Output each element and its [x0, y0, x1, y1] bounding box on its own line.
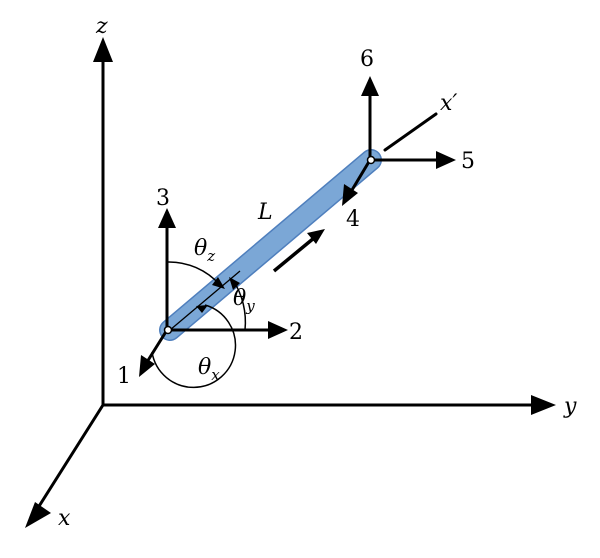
y-axis-arrowhead: [531, 395, 556, 415]
dof-3-arrowhead: [158, 208, 176, 228]
dof-4-arrowhead: [342, 184, 358, 206]
dof-label-2: 2: [289, 320, 303, 345]
z-axis-label: z: [95, 14, 108, 39]
z-axis-arrowhead: [93, 37, 113, 62]
element-direction-arrowhead: [307, 229, 325, 244]
dof-5-arrowhead: [436, 151, 456, 169]
y-axis-label: y: [563, 394, 577, 419]
theta-z-arc-arrowhead: [212, 277, 225, 289]
dof-label-4: 4: [346, 207, 360, 232]
theta-x-arc: [151, 304, 237, 389]
theta-y-arc-arrowhead: [229, 277, 240, 290]
local-x-axis-line: [383, 112, 438, 152]
global-axes: [34, 50, 542, 513]
dof-label-1: 1: [117, 364, 131, 389]
x-axis: [34, 403, 105, 513]
dof-label-3: 3: [156, 186, 170, 211]
dof-1-arrow: [145, 328, 169, 364]
x-axis-arrowhead: [25, 502, 51, 528]
dof-label-5: 5: [461, 149, 475, 174]
element-direction-arrow: [272, 236, 316, 273]
node-2: [366, 155, 376, 165]
local-x-axis-label: x′: [440, 91, 457, 116]
dof-2-arrowhead: [268, 321, 288, 339]
x-axis-label: x: [58, 506, 71, 531]
dof-label-6: 6: [360, 47, 374, 72]
dof-6-arrowhead: [361, 76, 379, 96]
node-1: [163, 325, 173, 335]
dof-1-arrowhead: [139, 355, 155, 377]
element-centerline: [169, 270, 241, 331]
theta-y-label: θy: [233, 286, 255, 315]
theta-x-label: θx: [198, 355, 220, 384]
dof-4-arrow: [350, 158, 372, 192]
theta-x-arc-arrowhead: [196, 305, 208, 313]
theta-z-label: θz: [194, 236, 215, 265]
length-label: L: [257, 200, 273, 225]
